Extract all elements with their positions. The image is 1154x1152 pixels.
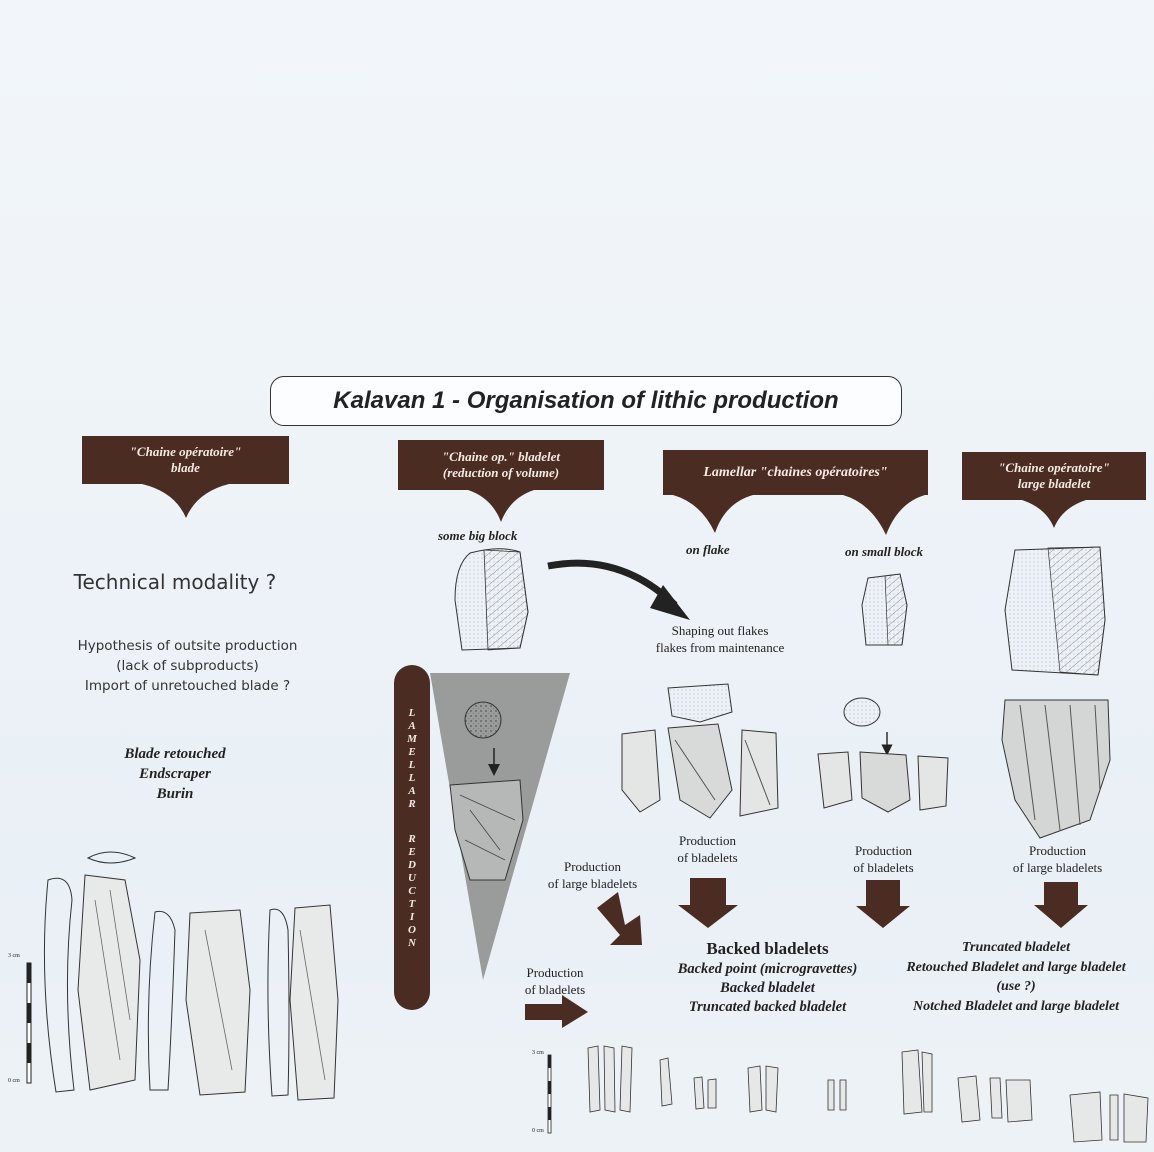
reduction-letter: E <box>394 846 430 859</box>
core-section-circle <box>465 702 501 738</box>
bottom-scale-bar <box>548 1055 551 1133</box>
bottom-scale-top-label: 3 cm <box>532 1050 544 1056</box>
prod-large-right-l1: Production <box>995 842 1120 859</box>
arrow-diagonal <box>597 892 642 945</box>
prod-bladelets-small: Production of bladelets <box>836 842 931 876</box>
prod-bladelets-mid-l1: Production <box>660 832 755 849</box>
prod-large-left-l2: of large bladelets <box>530 875 655 892</box>
reduction-letter: L <box>394 772 430 785</box>
arrow-down-right <box>1034 882 1088 928</box>
reduction-letter: C <box>394 885 430 898</box>
arrow-right-bottom <box>525 995 588 1028</box>
arrow-down-mid <box>678 878 738 928</box>
results-right: Truncated bladelet Retouched Bladelet an… <box>880 938 1152 1016</box>
reduction-letter: A <box>394 785 430 798</box>
prod-bladelets-bottom: Production of bladelets <box>510 964 600 998</box>
prod-large-right: Production of large bladelets <box>995 842 1120 876</box>
small-block-drawing <box>862 574 907 645</box>
reduction-letter: T <box>394 898 430 911</box>
results-right-item-2: Retouched Bladelet and large bladelet <box>880 958 1152 978</box>
prod-bladelets-small-l1: Production <box>836 842 931 859</box>
flake-core-drawings <box>622 684 778 818</box>
prod-bladelets-mid: Production of bladelets <box>660 832 755 866</box>
small-core-drawings <box>818 698 948 812</box>
prod-bladelets-mid-l2: of bladelets <box>660 849 755 866</box>
large-block-drawing <box>1005 547 1105 675</box>
reduction-letter <box>394 811 430 833</box>
reduction-letter: M <box>394 733 430 746</box>
results-center-item-3: Truncated backed bladelet <box>655 998 880 1017</box>
reduction-letter: A <box>394 720 430 733</box>
prod-large-left-l1: Production <box>530 858 655 875</box>
reduction-letter: U <box>394 872 430 885</box>
prod-bladelets-bottom-l2: of bladelets <box>510 981 600 998</box>
reduction-letter: N <box>394 937 430 950</box>
bottom-scale-bottom-label: 0 cm <box>532 1128 544 1134</box>
left-scale-top-label: 3 cm <box>8 953 20 959</box>
blade-drawings <box>44 852 338 1100</box>
results-center-heading: Backed bladelets <box>655 938 880 960</box>
reduction-letter: R <box>394 798 430 811</box>
prod-bladelets-small-l2: of bladelets <box>836 859 931 876</box>
reduction-letter: I <box>394 911 430 924</box>
prod-large-right-l2: of large bladelets <box>995 859 1120 876</box>
reduction-letter: R <box>394 833 430 846</box>
reduction-letter: L <box>394 759 430 772</box>
reduction-letter: L <box>394 707 430 720</box>
reduction-letter: O <box>394 924 430 937</box>
arrow-down-small <box>856 880 910 928</box>
reduction-letter: D <box>394 859 430 872</box>
big-block-drawing <box>455 549 528 650</box>
results-center: Backed bladelets Backed point (micrograv… <box>655 938 880 1017</box>
results-right-item-1: Truncated bladelet <box>880 938 1152 958</box>
bottom-bladelets-row <box>588 1046 1148 1142</box>
results-center-item-1: Backed point (microgravettes) <box>655 960 880 979</box>
reduction-letter: E <box>394 746 430 759</box>
prod-bladelets-bottom-l1: Production <box>510 964 600 981</box>
results-center-item-2: Backed bladelet <box>655 979 880 998</box>
left-scale-bar <box>27 963 31 1083</box>
results-right-item-3: (use ?) <box>880 977 1152 997</box>
prod-large-left: Production of large bladelets <box>530 858 655 892</box>
large-core-drawing <box>1002 700 1110 838</box>
left-scale-bottom-label: 0 cm <box>8 1078 20 1084</box>
results-right-item-4: Notched Bladelet and large bladelet <box>880 997 1152 1017</box>
